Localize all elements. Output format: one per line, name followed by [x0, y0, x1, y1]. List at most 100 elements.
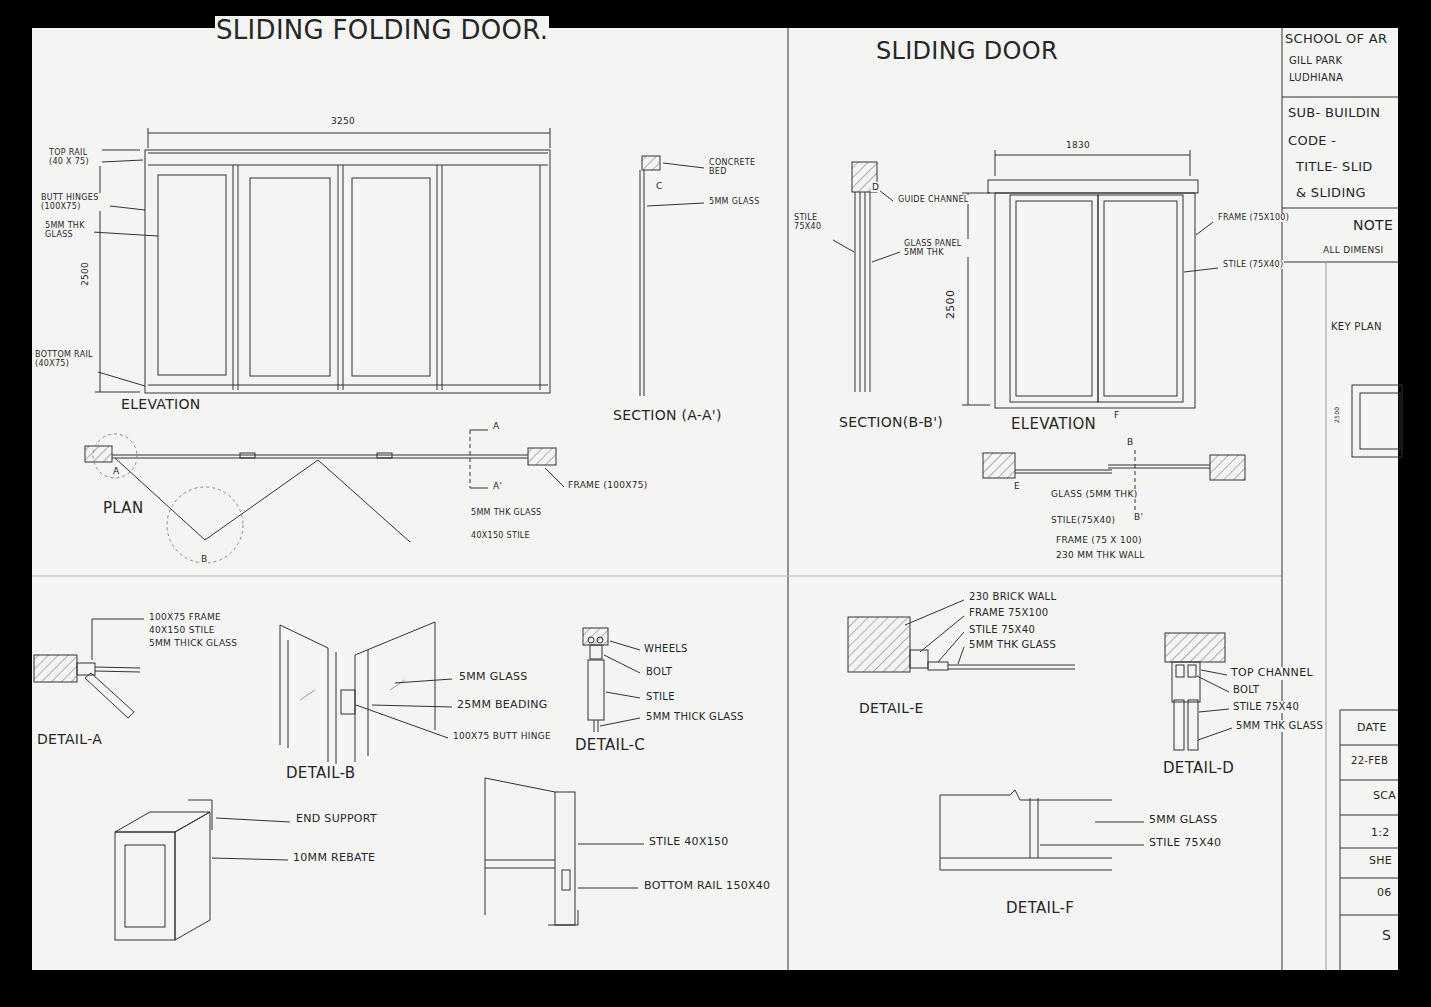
annotation: BOLT [1232, 684, 1260, 696]
view-title: NOTE [1352, 217, 1394, 233]
sliding-door-elevation [995, 193, 1195, 408]
detail-e [928, 662, 948, 670]
view-title: DETAIL-E [858, 700, 925, 716]
detail-a [34, 619, 144, 718]
sliding-door-elevation [1098, 195, 1183, 402]
annotation: 40X150 STILE [148, 625, 216, 635]
folding-door-elevation [343, 165, 344, 390]
folding-door-elevation [102, 160, 143, 162]
folding-door-plan [93, 434, 137, 478]
folding-door-plan [470, 430, 488, 431]
annotation: FRAME (100X75) [567, 480, 649, 490]
detail-b [390, 680, 405, 690]
annotation: STILE 75X40 [968, 624, 1036, 636]
section-b [872, 252, 900, 262]
section-a [644, 170, 645, 396]
folding-door-plan [115, 458, 410, 542]
sheet-lines [1340, 848, 1398, 849]
end-support-detail [216, 818, 290, 822]
detail-e [958, 647, 964, 664]
folding-door-elevation [100, 150, 101, 392]
sheet-lines [1282, 97, 1398, 98]
dimension: 2500 [1334, 406, 1341, 424]
annotation: BOLT [645, 666, 673, 678]
section-a [647, 203, 704, 206]
sliding-door-elevation [968, 193, 969, 405]
sheet-lines [1340, 710, 1341, 970]
sliding-door-elevation [962, 405, 990, 406]
annotation: WHEELS [643, 643, 689, 655]
detail-d [1174, 700, 1184, 750]
detail-e [948, 669, 1075, 670]
view-title: DETAIL-D [1162, 760, 1235, 777]
sliding-door-plan [1015, 470, 1112, 471]
annotation: STILE(75X40) [1050, 515, 1116, 525]
annotation: TOP CHANNEL [1230, 667, 1314, 680]
view-title: DETAIL-B [285, 765, 356, 782]
annotation: 5MM THICK GLASS [148, 638, 238, 648]
sliding-door-elevation [962, 193, 990, 194]
sheet-lines [1326, 262, 1327, 970]
detail-f [940, 870, 1112, 871]
annotation: DATE [1356, 722, 1388, 735]
view-title: SLIDING DOOR [875, 38, 1059, 66]
detail-b [288, 640, 289, 748]
view-title: S [1381, 927, 1392, 943]
sheet-lines [788, 28, 789, 970]
folding-door-elevation [250, 178, 330, 376]
detail-e [848, 600, 1075, 672]
annotation: STILE 40X150 [648, 836, 730, 849]
sliding-door-elevation [995, 150, 996, 176]
dimension: 2500 [945, 289, 958, 320]
detail-f [1038, 798, 1039, 858]
annotation: 5MM THICK GLASS [645, 711, 745, 723]
detail-c [610, 641, 640, 650]
detail-e [905, 600, 964, 625]
annotation: 1830 [1065, 140, 1091, 150]
annotation: 40X150 STILE [470, 531, 531, 540]
end-support-detail [188, 800, 212, 830]
detail-d [1172, 662, 1200, 702]
view-title: SCHOOL OF AR [1284, 32, 1388, 47]
annotation: SCA [1372, 790, 1397, 803]
detail-b [280, 622, 452, 764]
section-b [855, 192, 856, 392]
detail-e [910, 650, 928, 668]
sliding-door-plan [1108, 465, 1210, 466]
folding-door-elevation [145, 150, 550, 393]
bottom-rail-detail [485, 868, 555, 869]
bottom-rail-detail [578, 888, 638, 889]
annotation: 1:2 [1370, 827, 1391, 840]
sheet-lines [1282, 28, 1283, 970]
detail-a [92, 619, 144, 660]
annotation: E [1013, 481, 1021, 491]
view-title: SLIDING FOLDING DOOR. [215, 16, 549, 46]
folding-door-plan [545, 468, 564, 487]
annotation: 5MM GLASS [458, 671, 529, 684]
sheet-lines [1352, 385, 1402, 457]
detail-a [85, 673, 134, 718]
detail-b [356, 705, 448, 738]
detail-a [34, 655, 77, 682]
detail-b [300, 690, 315, 700]
sliding-door-plan [983, 450, 1245, 510]
annotation: TOP RAIL (40 X 75) [48, 148, 102, 166]
detail-b [368, 650, 369, 756]
annotation: 230 MM THK WALL [1055, 550, 1146, 560]
detail-d [1176, 665, 1184, 677]
annotation: B' [1133, 512, 1144, 522]
sliding-door-plan [983, 453, 1015, 478]
annotation: 22-FEB [1350, 755, 1389, 767]
annotation: FRAME 75X100 [968, 607, 1050, 619]
annotation: CONCRETE BED [708, 158, 764, 176]
detail-b [355, 622, 435, 730]
annotation: BUTT HINGES (100X75) [40, 193, 110, 211]
view-title: SECTION (A-A') [612, 407, 723, 423]
annotation: 06 [1376, 887, 1393, 900]
detail-b [395, 679, 452, 683]
detail-f [940, 790, 1144, 870]
bottom-rail-detail [562, 870, 570, 890]
end-support-detail [175, 812, 210, 940]
detail-c [583, 628, 608, 645]
annotation: STILE 75X40 [1148, 837, 1222, 850]
